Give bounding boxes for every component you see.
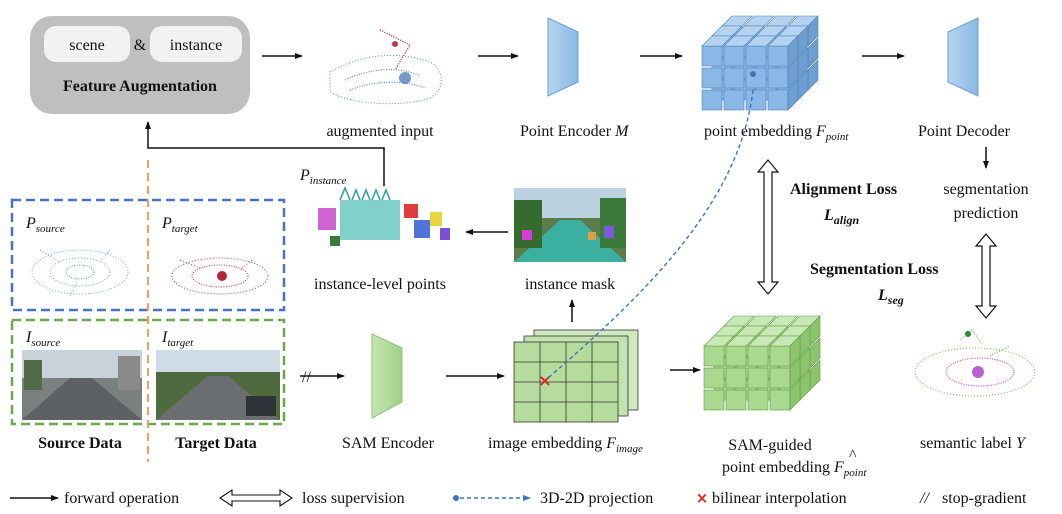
cube-cell	[701, 89, 723, 111]
sam-guided-cube	[703, 315, 821, 411]
sam-guided-hat: ^	[849, 447, 857, 464]
cube-cell	[769, 345, 791, 367]
cube-cell	[769, 367, 791, 389]
cube-cell	[745, 67, 767, 89]
semantic-label-text: semantic label Y	[920, 435, 1027, 452]
target-pointcloud-image	[171, 257, 269, 295]
cube-cell	[747, 345, 769, 367]
instance-mask-label: instance mask	[525, 276, 615, 293]
p-target-label: Ptarget	[161, 215, 199, 235]
sam-guided-line1: SAM-guided	[728, 437, 812, 454]
cube-cell	[703, 345, 725, 367]
cube-cell-side	[787, 79, 799, 111]
target-data-label: Target Data	[175, 435, 257, 452]
legend-projection-dot	[453, 495, 459, 501]
instance-chip	[150, 26, 242, 62]
source-data-label: Source Data	[38, 435, 122, 452]
cube-cell	[703, 389, 725, 411]
projection-origin-dot	[750, 71, 756, 77]
segmentation-loss-double-arrow	[974, 233, 998, 319]
cube-cell	[769, 389, 791, 411]
segmentation-loss-title: Segmentation Loss	[810, 261, 938, 278]
cube-cell	[701, 67, 723, 89]
legend: forward operation loss supervision 3D-2D…	[10, 488, 1027, 508]
instance-level-points-label: instance-level points	[314, 276, 446, 293]
cube-cell-top	[747, 335, 779, 347]
segmentation-prediction-line2: prediction	[954, 205, 1019, 222]
point-embedding-label: point embedding Fpoint	[704, 123, 849, 143]
cube-cell	[745, 89, 767, 111]
cube-cell	[701, 45, 723, 67]
point-embedding-cube	[701, 15, 819, 111]
legend-projection-label: 3D-2D projection	[540, 490, 653, 507]
cube-cell	[767, 45, 789, 67]
cube-cell-top	[723, 35, 755, 47]
bilinear-interpolation-cross: ×	[538, 371, 551, 390]
cube-cell-top	[703, 335, 735, 347]
image-embedding-stack	[513, 329, 639, 423]
legend-loss-label: loss supervision	[302, 490, 405, 507]
cube-cell-side	[789, 335, 801, 367]
instance-points-image	[318, 186, 450, 246]
legend-forward-label: forward operation	[64, 490, 179, 507]
semantic-label-pointcloud	[914, 329, 1036, 397]
scene-chip	[44, 26, 130, 62]
instance-mask-image	[514, 188, 626, 262]
alignment-loss-title: Alignment Loss	[790, 181, 897, 198]
cube-cell	[725, 345, 747, 367]
legend-stop-gradient-symbol: //	[919, 490, 930, 507]
point-encoder-shape	[547, 17, 579, 97]
point-decoder-shape	[947, 17, 979, 97]
cube-cell-side	[789, 379, 801, 411]
point-encoder-label: Point Encoder M	[520, 123, 630, 140]
i-source-label: Isource	[25, 329, 60, 349]
instance-chip-label: instance	[170, 37, 222, 54]
p-instance-label: Pinstance	[299, 167, 347, 187]
cube-cell-top	[701, 35, 733, 47]
cube-cell	[747, 367, 769, 389]
cube-cell-top	[725, 335, 757, 347]
sam-encoder-label: SAM Encoder	[342, 435, 435, 452]
target-camera-image	[156, 350, 280, 420]
cube-cell	[703, 367, 725, 389]
cube-cell	[723, 67, 745, 89]
segmentation-loss-symbol: Lseg	[877, 287, 904, 307]
cube-cell-side	[787, 57, 799, 89]
ampersand: &	[134, 37, 147, 54]
alignment-loss-symbol: Lalign	[823, 207, 859, 227]
source-camera-image	[22, 350, 142, 420]
cube-cell	[767, 67, 789, 89]
cube-cell	[745, 45, 767, 67]
alignment-loss-double-arrow	[756, 159, 780, 295]
cube-cell-side	[789, 357, 801, 389]
cube-cell	[723, 89, 745, 111]
projection-line	[547, 89, 754, 379]
augmented-input-label: augmented input	[326, 123, 434, 140]
cube-cell	[747, 389, 769, 411]
segmentation-prediction-line1: segmentation	[943, 181, 1028, 198]
cube-cell	[725, 367, 747, 389]
legend-bilinear-label: bilinear interpolation	[712, 490, 847, 507]
feature-augmentation-block: scene & instance Feature Augmentation	[30, 16, 250, 114]
legend-loss-arrow	[219, 488, 293, 508]
cube-cell-side	[787, 35, 799, 67]
augmented-input-pointcloud	[329, 29, 442, 105]
legend-bilinear-cross: ×	[696, 489, 709, 507]
feature-augmentation-title: Feature Augmentation	[63, 78, 217, 95]
source-pointcloud-image	[31, 249, 129, 297]
legend-stop-gradient-label: stop-gradient	[942, 490, 1027, 507]
cube-cell	[723, 45, 745, 67]
cube-cell-top	[745, 35, 777, 47]
sam-encoder-shape	[371, 333, 403, 419]
stop-gradient-mark: //	[302, 369, 311, 386]
cube-cell	[725, 389, 747, 411]
point-decoder-label: Point Decoder	[918, 123, 1011, 140]
i-target-label: Itarget	[161, 329, 194, 349]
sam-guided-line2: point embedding Fpoint	[722, 459, 867, 479]
scene-chip-label: scene	[69, 37, 105, 54]
cube-cell	[767, 89, 789, 111]
image-embedding-label: image embedding Fimage	[488, 435, 643, 455]
p-source-label: Psource	[25, 215, 65, 235]
